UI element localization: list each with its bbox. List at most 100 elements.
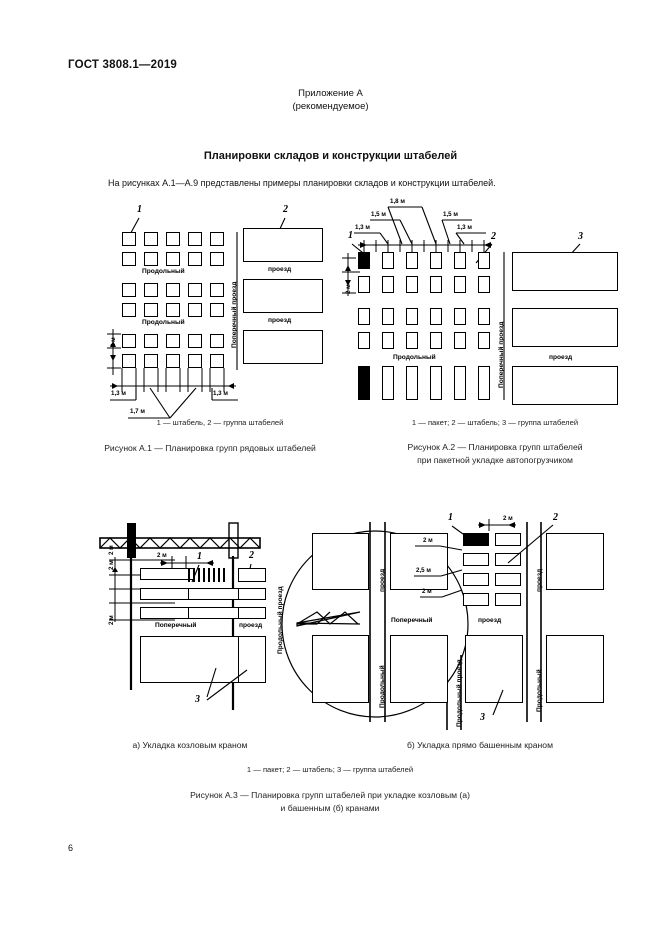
figure-a3-key: 1 — пакет; 2 — штабель; 3 — группа штабе… bbox=[246, 765, 414, 774]
figure-a3a-label-transverse: Поперечный bbox=[155, 622, 197, 629]
stack bbox=[454, 366, 466, 400]
figure-a2-key: 1 — пакет; 2 — штабель; 3 — группа штабе… bbox=[411, 418, 579, 427]
figure-a1-dimension-center: 1,7 м bbox=[130, 408, 145, 415]
figure-a3a-horizontal-dimension bbox=[160, 556, 214, 570]
stack bbox=[495, 533, 521, 546]
stack bbox=[188, 232, 202, 246]
stack bbox=[495, 593, 521, 606]
figure-a2-dimension-2: 1,5 м bbox=[371, 211, 386, 218]
stack bbox=[188, 252, 202, 266]
stack bbox=[358, 332, 370, 349]
stack bbox=[463, 553, 489, 566]
figure-a1-label-passage-2: проезд bbox=[268, 317, 292, 324]
stack-group bbox=[243, 330, 323, 364]
figure-a2-label-passage: проезд bbox=[549, 354, 573, 361]
stack bbox=[382, 252, 394, 269]
figure-a2: 1,3 м 1,5 м 1,8 м 1,5 м 1,3 м 1 2 3 bbox=[330, 0, 661, 480]
stack-group bbox=[546, 533, 604, 590]
figure-a2-callout-3: 3 bbox=[578, 231, 583, 242]
stack bbox=[144, 232, 158, 246]
section-title: Планировки складов и конструкции штабеле… bbox=[203, 150, 458, 162]
figure-a3a-callout-1: 1 bbox=[197, 551, 202, 562]
stack bbox=[122, 334, 136, 348]
stack bbox=[406, 308, 418, 325]
stack bbox=[188, 354, 202, 368]
figure-a3b-label-passage-mid: проезд bbox=[478, 617, 502, 624]
stack bbox=[495, 553, 521, 566]
figure-a1-caption: Рисунок А.1 — Планировка групп рядовых ш… bbox=[104, 443, 316, 453]
stack bbox=[454, 252, 466, 269]
figure-a1-label-longitudinal-1: Продольный bbox=[142, 268, 185, 275]
stack bbox=[454, 276, 466, 293]
stack-group bbox=[312, 635, 369, 703]
figure-a1-bottom-dimensions bbox=[110, 368, 238, 419]
figure-a1-transverse-rule bbox=[236, 232, 238, 370]
figure-a3b-dimension-3: 2 м bbox=[422, 588, 432, 595]
figure-a2-transverse-rule bbox=[503, 252, 505, 400]
stack bbox=[122, 354, 136, 368]
stack bbox=[382, 276, 394, 293]
stack-group bbox=[390, 533, 448, 590]
figure-a3-caption-line2: и башенным (б) кранами bbox=[280, 803, 380, 813]
stack bbox=[358, 276, 370, 293]
figure-a1-label-longitudinal-2: Продольный bbox=[142, 319, 185, 326]
stack bbox=[478, 332, 490, 349]
stack bbox=[122, 232, 136, 246]
stack bbox=[406, 252, 418, 269]
figure-a3b-dimension-2: 2,5 м bbox=[416, 567, 431, 574]
figure-a2-label-longitudinal: Продольный bbox=[393, 354, 436, 361]
stack bbox=[454, 332, 466, 349]
figure-a3-subcaption-a: а) Укладка козловым краном bbox=[132, 740, 248, 750]
figure-a2-dimension-4: 1,5 м bbox=[443, 211, 458, 218]
appendix-label: Приложение А bbox=[298, 88, 363, 99]
gantry-crane-icon bbox=[99, 522, 261, 710]
stack-group bbox=[512, 252, 618, 291]
stack bbox=[406, 276, 418, 293]
stack bbox=[144, 334, 158, 348]
stack-group bbox=[140, 636, 243, 683]
figure-a1-dimension-left: 1,3 м bbox=[111, 390, 126, 397]
figure-a3a-callout-2: 2 bbox=[249, 550, 254, 561]
stack bbox=[430, 366, 442, 400]
figure-a3-caption-line1: Рисунок А.3 — Планировка групп штабелей … bbox=[190, 790, 470, 800]
figure-a3b-callout-1: 1 bbox=[448, 512, 453, 523]
figure-a1-callout-1: 1 bbox=[137, 204, 142, 215]
stack bbox=[430, 308, 442, 325]
stack bbox=[495, 573, 521, 586]
figure-a2-callout-2: 2 bbox=[491, 231, 496, 242]
figure-a1: 1 2 Продольный bbox=[0, 0, 340, 480]
stack bbox=[406, 366, 418, 400]
figure-a1-label-passage-1: проезд bbox=[268, 266, 292, 273]
figure-a3a-dimension-horizontal: 2 м bbox=[157, 552, 167, 559]
stack-group bbox=[390, 635, 448, 703]
stack bbox=[166, 354, 180, 368]
stack bbox=[210, 252, 224, 266]
figure-a3-subcaption-b: б) Укладка прямо башенным краном bbox=[407, 740, 553, 750]
figure-a2-caption-line2: при пакетной укладке автопогрузчиком bbox=[417, 455, 573, 465]
stack bbox=[122, 252, 136, 266]
figure-a3a-label-passage: проезд bbox=[239, 622, 263, 629]
stack bbox=[188, 303, 202, 317]
stack-group bbox=[512, 308, 618, 347]
stack bbox=[210, 334, 224, 348]
figure-a1-vertical-dimension bbox=[107, 329, 121, 375]
stack bbox=[166, 334, 180, 348]
stack bbox=[430, 252, 442, 269]
figure-a2-dimension-3: 1,8 м bbox=[390, 198, 405, 205]
figure-a3b-callout-3: 3 bbox=[480, 712, 485, 723]
stack bbox=[238, 588, 266, 600]
pallet bbox=[358, 366, 370, 400]
stack bbox=[382, 366, 394, 400]
pallet bbox=[358, 252, 370, 269]
stack bbox=[144, 303, 158, 317]
stack bbox=[210, 232, 224, 246]
figure-a3b-callout-2: 2 bbox=[553, 512, 558, 523]
figure-a2-dimension-1: 1,3 м bbox=[355, 224, 370, 231]
stack bbox=[210, 283, 224, 297]
